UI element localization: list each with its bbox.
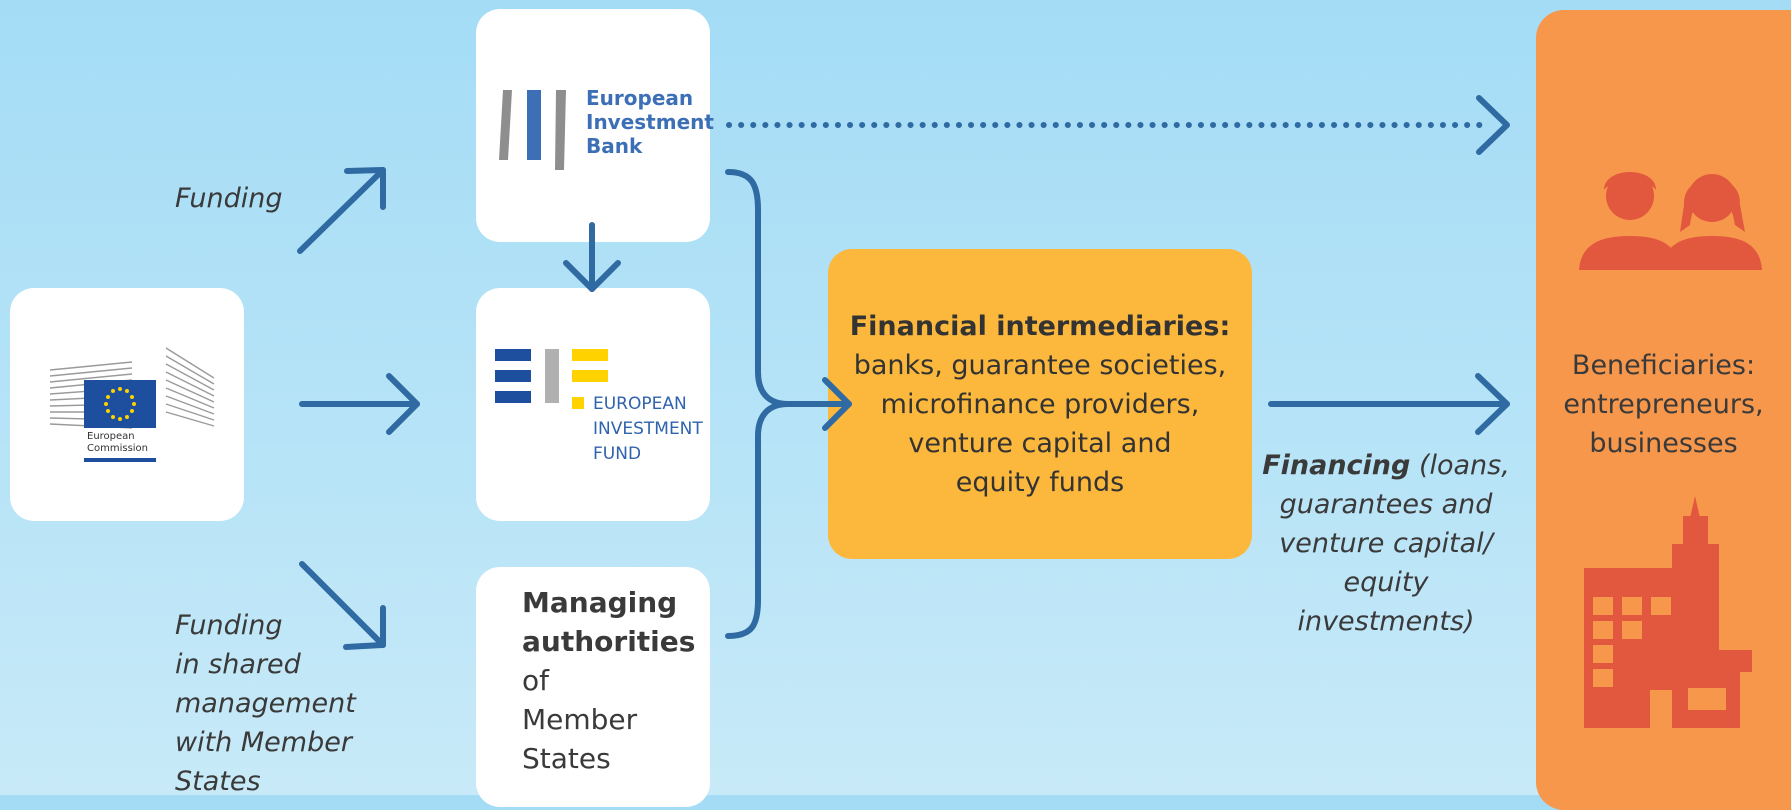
curly-brace <box>725 169 791 639</box>
arrow-shared-management <box>299 561 386 650</box>
eif-text-line: INVESTMENT <box>593 419 703 439</box>
arrow-brace-to-intermediaries <box>785 377 852 431</box>
arrow-financing <box>1268 373 1510 435</box>
building-icon <box>1584 496 1752 728</box>
managing-authorities-line: Member <box>522 703 638 736</box>
funding-shared-label: Funding in shared management with Member… <box>175 606 356 801</box>
people-icon <box>1579 172 1762 270</box>
funding-shared-line: management <box>175 688 356 719</box>
eif-text-line: FUND <box>593 444 642 464</box>
funding-shared-line: in shared <box>175 649 301 680</box>
eu-stars <box>104 387 136 421</box>
eib-text-line: Bank <box>586 134 643 158</box>
managing-authorities-line: of <box>522 664 549 697</box>
funding-shared-line: States <box>175 766 261 797</box>
financing-line: equity investments) <box>1297 567 1475 637</box>
european-commission-logo <box>49 347 215 462</box>
eif-logo-text: EUROPEAN INVESTMENT FUND <box>593 392 703 467</box>
financial-intermediaries-title: Financial intermediaries: <box>849 310 1231 342</box>
financing-label: Financing (loans, guarantees and venture… <box>1256 446 1516 641</box>
eib-text-line: Investment <box>586 110 714 134</box>
financial-intermediaries-line: banks, guarantee societies, <box>853 349 1227 381</box>
funding-label: Funding <box>175 183 283 214</box>
eif-text-line: EUROPEAN <box>593 394 687 414</box>
eib-box <box>476 9 710 242</box>
ec-text-line: Commission <box>87 443 149 454</box>
financial-intermediaries-line: venture capital and <box>908 427 1172 459</box>
arrow-eib-to-eif <box>563 222 621 292</box>
european-commission-logo-text: European Commission <box>87 431 148 455</box>
ec-text-line: European <box>87 431 135 442</box>
financial-intermediaries-line: microfinance providers, <box>880 388 1200 420</box>
eif-box <box>476 288 710 521</box>
financing-first-line: Financing (loans, <box>1256 446 1516 485</box>
financial-intermediaries-line: equity funds <box>955 466 1125 498</box>
managing-authorities-line: States <box>522 742 611 775</box>
financing-line: venture capital/ <box>1279 528 1493 559</box>
eif-logo-shapes <box>495 349 608 409</box>
eib-logo-text: European Investment Bank <box>586 86 714 158</box>
funding-shared-line: Funding <box>175 610 283 641</box>
eib-logo-bars <box>499 90 566 170</box>
beneficiaries-line: Beneficiaries: <box>1571 350 1756 381</box>
managing-authorities-text: Managing authorities of Member States <box>522 583 695 778</box>
eib-text-line: European <box>586 86 694 110</box>
financing-line: guarantees and <box>1279 489 1493 520</box>
financial-intermediaries-box: Financial intermediaries: banks, guarant… <box>828 249 1252 559</box>
managing-authorities-bold: Managing <box>522 586 678 619</box>
managing-authorities-bold: authorities <box>522 625 696 658</box>
arrow-ec-to-eif <box>299 373 420 435</box>
arrow-funding-eib <box>297 167 386 254</box>
financing-bold: Financing <box>1262 450 1411 481</box>
beneficiaries-text: Beneficiaries: entrepreneurs, businesses <box>1536 346 1791 463</box>
funding-shared-line: with Member <box>175 727 352 758</box>
financing-rest: (loans, <box>1410 450 1510 481</box>
beneficiaries-line: businesses <box>1589 428 1738 459</box>
beneficiaries-line: entrepreneurs, <box>1563 389 1764 420</box>
managing-authorities-box <box>476 567 710 807</box>
